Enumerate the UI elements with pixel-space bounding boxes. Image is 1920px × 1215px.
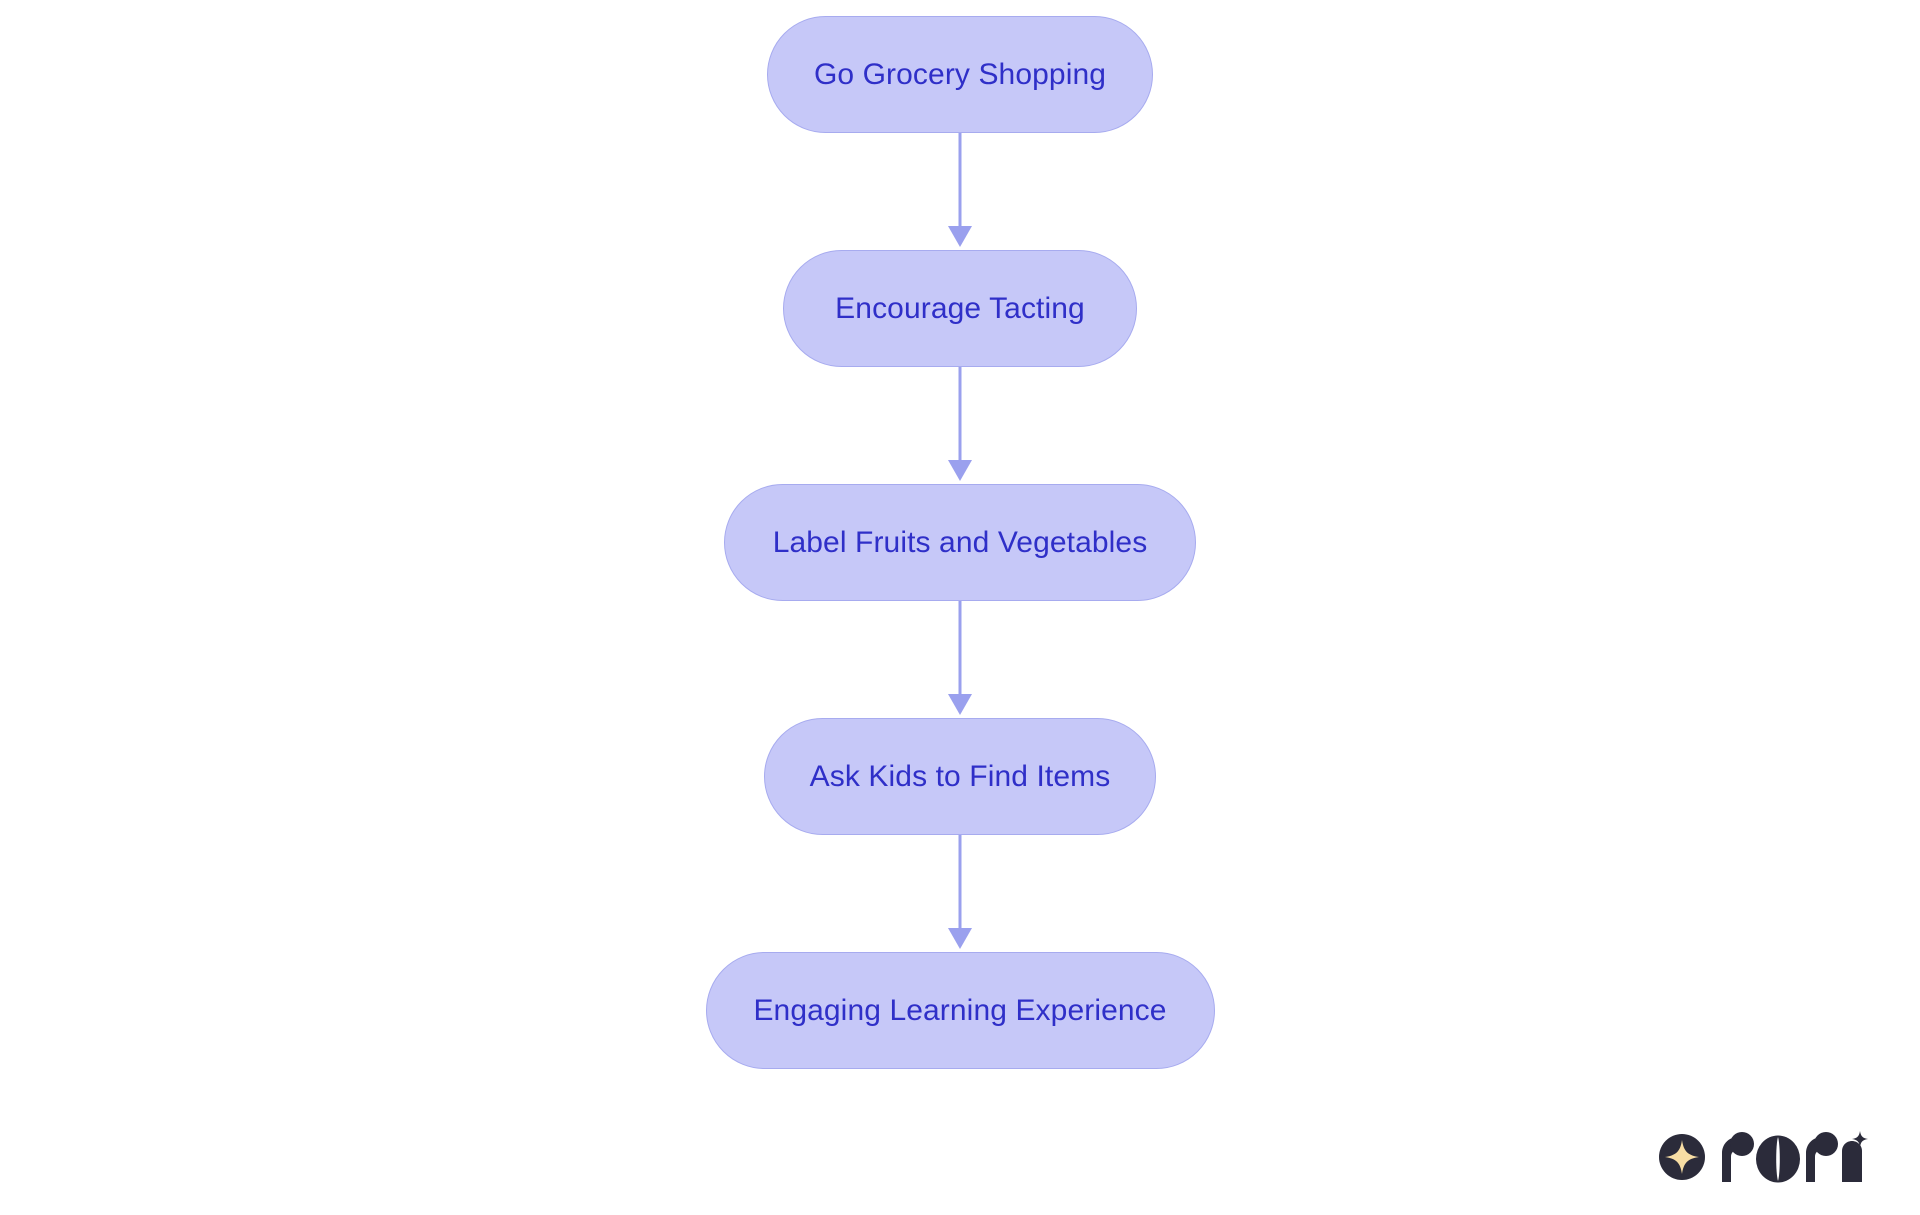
arrow-shaft (958, 835, 962, 931)
rori-wordmark (1720, 1131, 1872, 1183)
arrow-shaft (958, 367, 962, 463)
flow-node-label: Engaging Learning Experience (753, 993, 1167, 1027)
rori-logo (1658, 1131, 1872, 1183)
arrow-head-icon (948, 226, 972, 247)
flow-arrow-2 (943, 367, 977, 484)
arrow-shaft (958, 133, 962, 229)
flowchart: Go Grocery Shopping Encourage Tacting La… (705, 16, 1215, 1069)
arrow-head-icon (948, 460, 972, 481)
flow-node-go-grocery-shopping[interactable]: Go Grocery Shopping (767, 16, 1153, 133)
flow-arrow-3 (943, 601, 977, 718)
flow-arrow-1 (943, 133, 977, 250)
arrow-shaft (958, 601, 962, 697)
flow-node-label-fruits-and-vegetables[interactable]: Label Fruits and Vegetables (724, 484, 1196, 601)
flow-node-label: Ask Kids to Find Items (809, 759, 1111, 793)
flow-node-label: Label Fruits and Vegetables (772, 525, 1148, 559)
flow-node-label: Encourage Tacting (835, 291, 1085, 325)
flow-node-ask-kids-to-find-items[interactable]: Ask Kids to Find Items (764, 718, 1156, 835)
four-point-star-in-circle-icon (1658, 1133, 1706, 1181)
flow-node-engaging-learning-experience[interactable]: Engaging Learning Experience (705, 952, 1215, 1069)
arrow-head-icon (948, 928, 972, 949)
flow-node-encourage-tacting[interactable]: Encourage Tacting (783, 250, 1137, 367)
flow-arrow-4 (943, 835, 977, 952)
arrow-head-icon (948, 694, 972, 715)
flow-node-label: Go Grocery Shopping (813, 57, 1107, 91)
